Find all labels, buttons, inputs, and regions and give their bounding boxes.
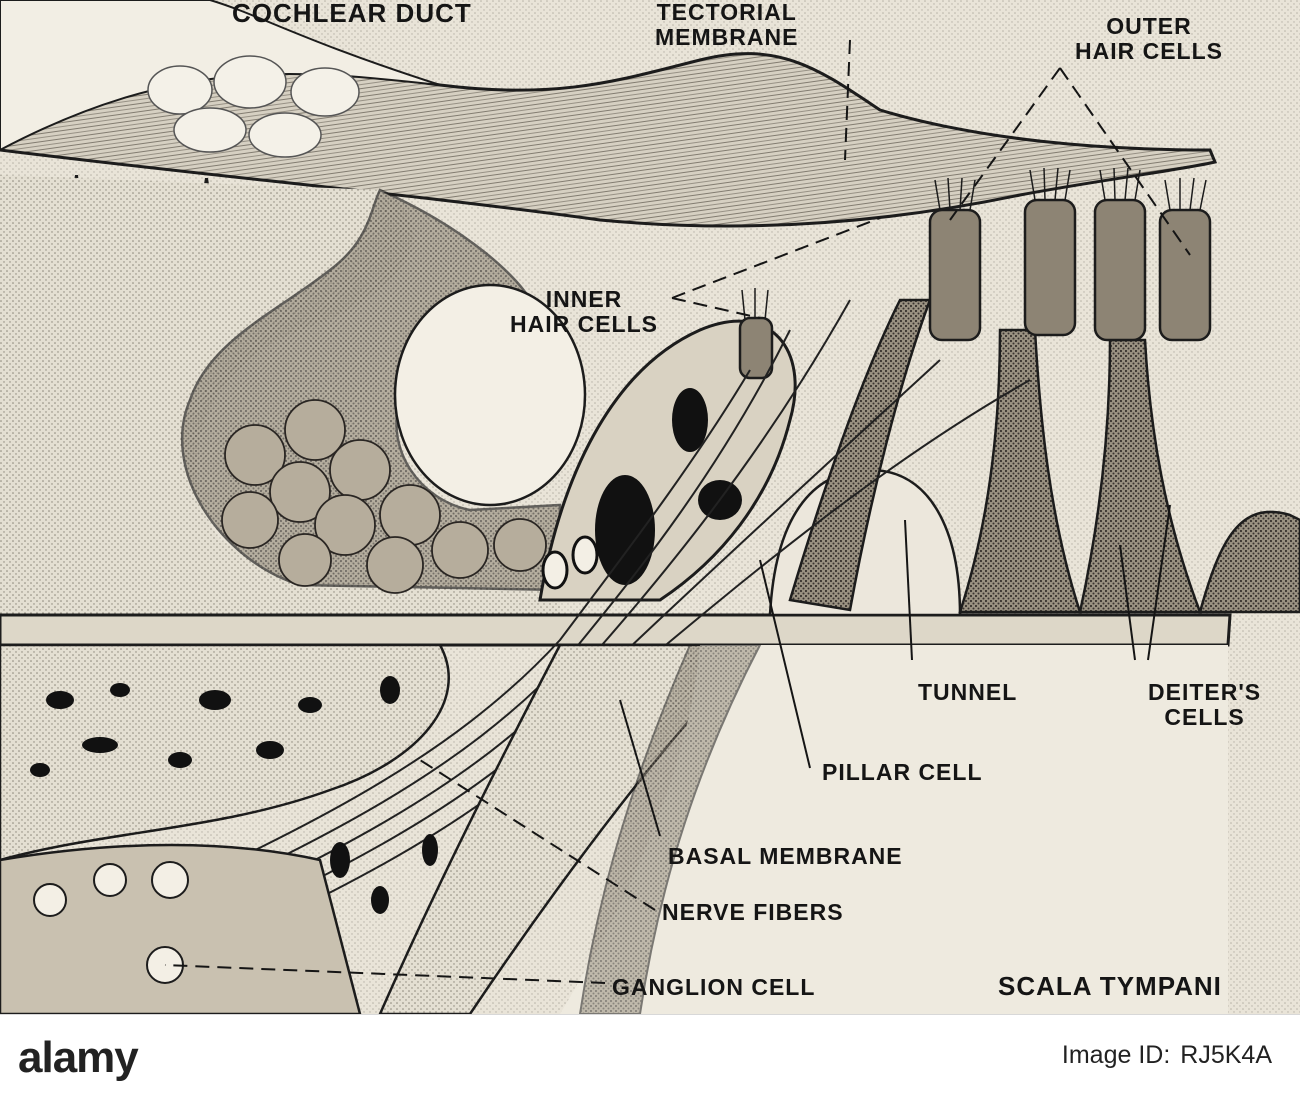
- label-tectorial-membrane: TECTORIAL MEMBRANE: [655, 0, 799, 50]
- inner-hair-cell: [738, 316, 774, 380]
- image-id-label: Image ID:: [1061, 1041, 1171, 1069]
- spiral-limbus: [0, 175, 560, 640]
- hensen-cells: [1198, 510, 1300, 614]
- label-pillar-cell: PILLAR CELL: [822, 759, 983, 785]
- alamy-logo: alamy: [18, 1033, 139, 1082]
- label-scala-tympani: SCALA TYMPANI: [998, 971, 1222, 1001]
- image-id-value: RJ5K4A: [1180, 1041, 1272, 1069]
- label-ganglion-cell: GANGLION CELL: [612, 974, 816, 1000]
- deiters-cell: [1078, 338, 1202, 614]
- label-outer-hair-cells: OUTER HAIR CELLS: [1075, 13, 1223, 64]
- spiral-ganglion: [0, 843, 362, 1014]
- label-inner-hair-cells: INNER HAIR CELLS: [510, 286, 658, 337]
- border-cells: [221, 399, 547, 594]
- spiral-ligament-edge: [578, 644, 762, 1014]
- inner-sulcus-space: [393, 283, 587, 507]
- stereocilia: [741, 167, 1207, 321]
- image-id: Image ID: RJ5K4A: [1062, 1041, 1272, 1070]
- label-basal-membrane: BASAL MEMBRANE: [668, 843, 903, 869]
- osseous-spiral-lamina: [0, 643, 450, 862]
- cochlea-diagram: COCHLEAR DUCT TECTORIAL MEMBRANE OUTER H…: [0, 0, 1300, 1014]
- nucleus: [672, 388, 708, 452]
- leader-lines: [164, 39, 1191, 984]
- bone-spicules: [30, 676, 468, 945]
- nucleus: [595, 475, 655, 585]
- cochlea-illustration: [0, 0, 1300, 1014]
- watermark-footer: alamy Image ID: RJ5K4A: [0, 1014, 1300, 1102]
- outer-hair-cells: [928, 198, 1212, 342]
- label-cochlear-duct: COCHLEAR DUCT: [232, 0, 472, 28]
- label-deiters-cells: DEITER'S CELLS: [1148, 679, 1262, 730]
- label-nerve-fibers: NERVE FIBERS: [662, 899, 844, 925]
- label-tunnel: TUNNEL: [918, 679, 1018, 705]
